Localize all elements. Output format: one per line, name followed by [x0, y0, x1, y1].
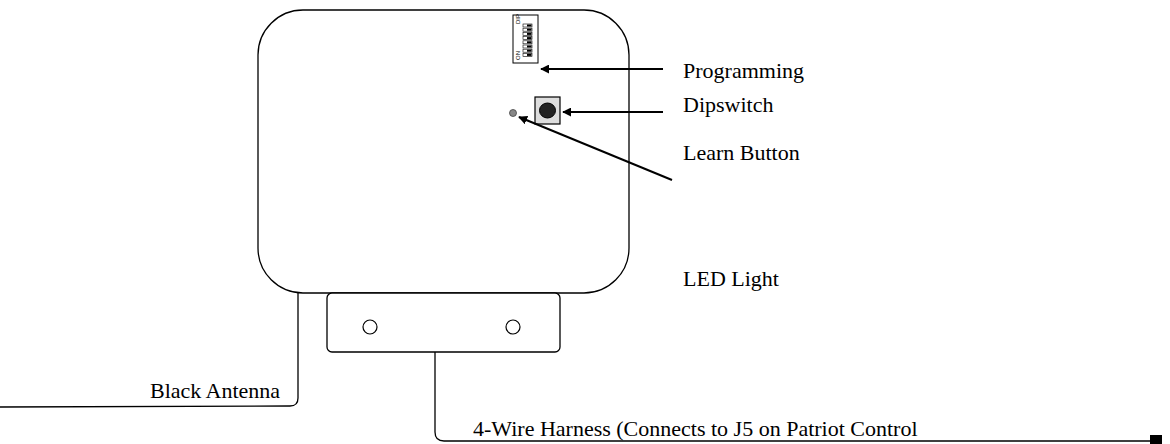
mounting-hole [506, 320, 520, 334]
dip-toggle [523, 53, 532, 56]
dipswitch-marking: ON [515, 51, 521, 60]
antenna-wire [0, 290, 298, 407]
dip-slider [527, 46, 532, 48]
dip-slider [527, 50, 532, 52]
callout-label: LED Light [683, 268, 779, 290]
receiver-housing [258, 10, 629, 293]
dip-toggle [523, 49, 532, 52]
dip-slider [527, 41, 532, 43]
harness-wire [435, 352, 1152, 441]
callout-label: Programming [683, 60, 804, 82]
learn-button [540, 103, 556, 118]
wire-label: 4-Wire Harness (Connects to J5 on Patrio… [473, 418, 918, 440]
leader-arrow [519, 117, 672, 180]
dip-toggle [523, 41, 532, 44]
callout-label: Dipswitch [683, 94, 773, 116]
dip-slider [527, 33, 532, 35]
dip-toggle [523, 37, 532, 40]
dip-toggle [523, 45, 532, 48]
dip-slider [527, 54, 532, 56]
dip-slider [527, 37, 532, 39]
dip-toggle [523, 28, 532, 31]
callout-label: Learn Button [683, 142, 800, 164]
wire-label: Black Antenna [150, 380, 280, 402]
leader-arrow [563, 111, 663, 113]
dip-slider [527, 29, 532, 31]
dip-toggle [523, 24, 532, 27]
dip-toggle [523, 32, 532, 35]
dipswitch-marking: DIP [515, 14, 521, 24]
led-light [510, 110, 517, 117]
leader-arrow [541, 68, 663, 70]
mounting-hole [363, 320, 377, 334]
dip-slider [527, 25, 532, 27]
learn-button-base [535, 97, 560, 124]
mounting-tab [327, 293, 560, 352]
harness-connector [1150, 435, 1162, 444]
